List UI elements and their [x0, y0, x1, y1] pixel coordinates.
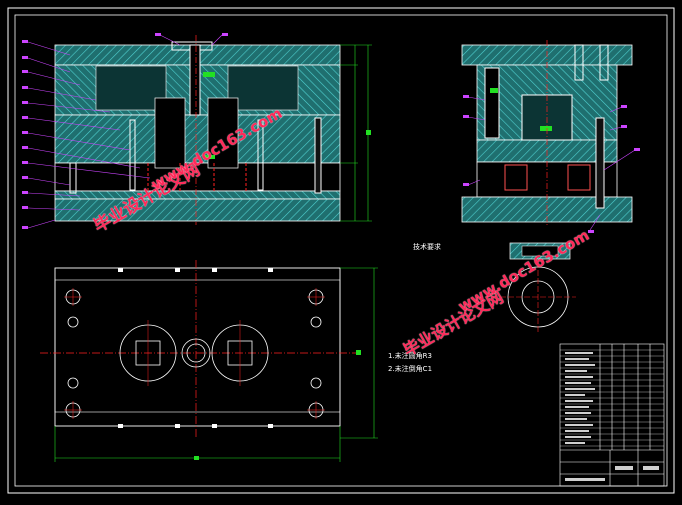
parts-list-scribbles: [565, 352, 659, 481]
title-block: [559, 343, 665, 487]
notes-item-2: 2.未注倒角C1: [388, 365, 433, 373]
part-detail-view: [500, 242, 576, 332]
side-section-view: [461, 40, 640, 233]
notes-item-1: 1.未注圆角R3: [388, 352, 432, 360]
notes-title: 技术要求: [413, 243, 441, 251]
main-section-view: [22, 33, 372, 229]
inner-frame: [14, 14, 668, 487]
parts-list-rows: [560, 349, 664, 447]
outer-frame: [7, 7, 675, 494]
plan-view: [40, 260, 378, 462]
